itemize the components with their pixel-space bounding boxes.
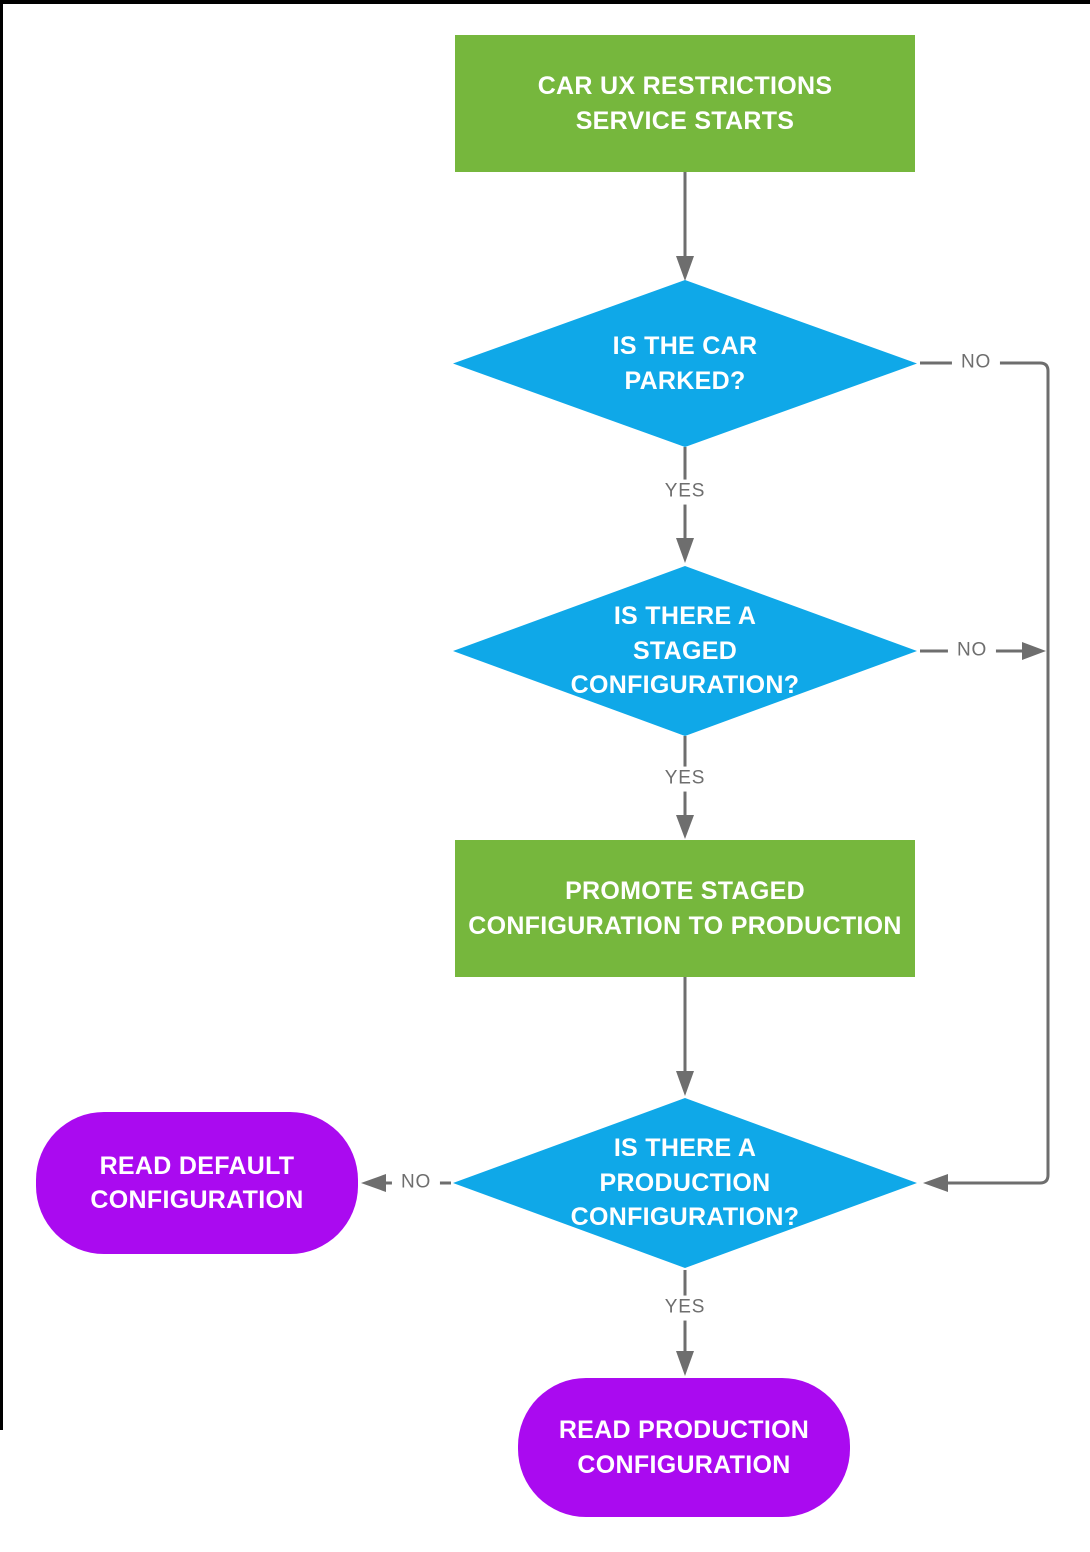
connector-parked-no-rail [920, 361, 1050, 1185]
node-read-default-configuration-label: READ DEFAULT CONFIGURATION [90, 1151, 304, 1215]
page-edge-left [0, 0, 3, 1430]
node-decision-has-staged-configuration-label: IS THERE A STAGED CONFIGURATION? [570, 602, 800, 700]
edge-label-parked-yes: YES [655, 479, 715, 505]
node-read-production-configuration: READ PRODUCTION CONFIGURATION [518, 1378, 850, 1517]
edge-label-staged-no: NO [947, 638, 997, 664]
node-start-label: CAR UX RESTRICTIONS SERVICE STARTS [537, 72, 833, 135]
arrowhead-production-no [361, 1174, 386, 1192]
node-read-production-configuration-label: READ PRODUCTION CONFIGURATION [558, 1416, 810, 1479]
arrowhead-promote-to-production [676, 1071, 694, 1096]
page-edge-top [0, 0, 1090, 4]
node-promote-staged-configuration: PROMOTE STAGED CONFIGURATION TO PRODUCTI… [455, 840, 915, 977]
node-decision-has-production-configuration-label: IS THERE A PRODUCTION CONFIGURATION? [570, 1134, 800, 1232]
arrowhead-production-yes [676, 1351, 694, 1376]
node-start: CAR UX RESTRICTIONS SERVICE STARTS [455, 35, 915, 172]
arrowhead-staged-yes [676, 815, 694, 839]
arrowhead-start-to-parked [676, 256, 694, 281]
edge-label-parked-no: NO [951, 350, 1001, 376]
arrowhead-rail-to-production [923, 1174, 948, 1192]
node-read-default-configuration: READ DEFAULT CONFIGURATION [36, 1112, 358, 1254]
node-promote-staged-configuration-label: PROMOTE STAGED CONFIGURATION TO PRODUCTI… [468, 877, 902, 940]
node-decision-is-car-parked-label: IS THE CAR PARKED? [612, 332, 758, 395]
edge-label-production-yes: YES [655, 1295, 715, 1321]
arrowhead-parked-yes [676, 538, 694, 563]
arrowhead-staged-no [1022, 642, 1046, 660]
edge-label-staged-yes: YES [655, 766, 715, 792]
edge-label-production-no: NO [391, 1170, 441, 1196]
